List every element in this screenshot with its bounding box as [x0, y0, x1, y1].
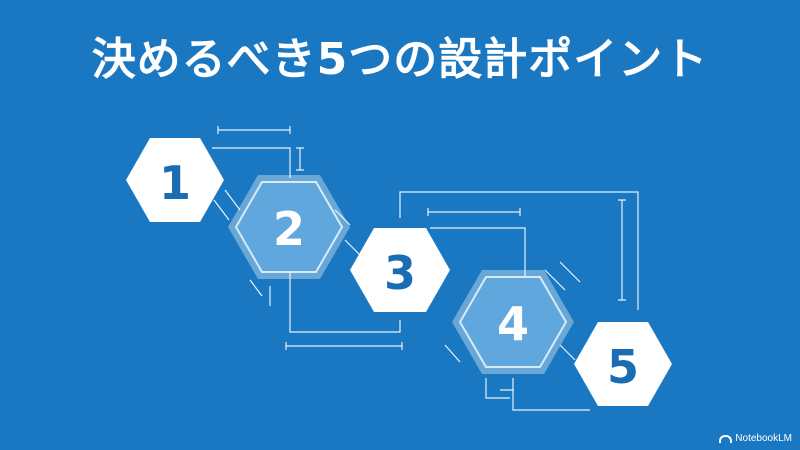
- dimension-diag-2: [334, 209, 361, 256]
- slide-title: 決めるべき5つの設計ポイント: [91, 34, 709, 85]
- step-3-number: 3: [384, 246, 416, 300]
- connector-4-5: [512, 378, 590, 411]
- step-5-number: 5: [607, 340, 639, 394]
- dimension-diag-3: [249, 279, 271, 306]
- dimension-top-3: [427, 208, 521, 216]
- step-5-hexagon: 5: [574, 322, 672, 406]
- step-4-number: 4: [497, 297, 529, 351]
- dimension-tick-1: [296, 147, 304, 171]
- connector-2-3: [289, 270, 401, 333]
- connector-lines: [212, 126, 639, 411]
- dimension-diag-5: [444, 344, 576, 363]
- connector-1-2: [212, 147, 291, 178]
- step-3-hexagon: 3: [350, 228, 450, 312]
- notebooklm-watermark: NotebookLM: [719, 433, 792, 444]
- dimension-bottom-2: [285, 342, 403, 350]
- step-2-number: 2: [273, 202, 305, 256]
- dimension-top-1: [217, 126, 291, 134]
- step-2-hexagon: 2: [228, 175, 350, 279]
- dimension-right-3: [618, 199, 626, 301]
- step-1-number: 1: [159, 156, 191, 210]
- watermark-label: NotebookLM: [735, 433, 792, 444]
- dimension-diag-4: [544, 261, 581, 291]
- connector-3-4: [430, 227, 526, 282]
- step-1-hexagon: 1: [126, 138, 224, 222]
- notebooklm-logo-icon: [719, 434, 733, 443]
- step-4-hexagon: 4: [452, 270, 574, 374]
- connector-3-5: [399, 191, 639, 310]
- dimension-bottom-4: [485, 378, 514, 399]
- dimension-diag-1: [213, 189, 241, 221]
